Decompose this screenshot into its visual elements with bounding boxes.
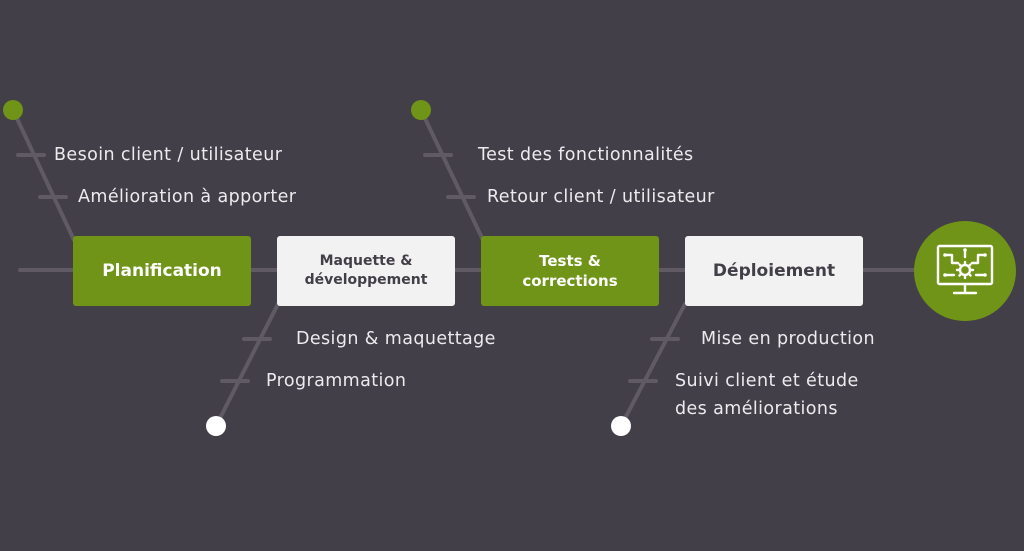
branch-label-retour-client: Retour client / utilisateur: [487, 187, 715, 207]
branch-label-programmation: Programmation: [266, 371, 407, 391]
branch-label-suivi-client: Suivi client et étude des améliorations: [675, 371, 859, 419]
branch-diagonal-2: [214, 302, 280, 428]
stage-box-deploiement: Déploiement: [685, 236, 863, 306]
branch-diagonal-4: [619, 302, 687, 428]
monitor-circuit-gear-icon: [936, 244, 994, 295]
branch-label-mise-en-production: Mise en production: [701, 329, 875, 349]
end-node-circle: [914, 221, 1016, 321]
branch-dot-white-2: [206, 416, 226, 436]
stage-box-maquette: Maquette & développement: [277, 236, 455, 306]
branch-diagonal-3: [419, 108, 485, 242]
branch-label-amelioration: Amélioration à apporter: [78, 187, 297, 207]
branch-label-besoin-client: Besoin client / utilisateur: [54, 145, 283, 165]
stage-box-planification: Planification: [73, 236, 251, 306]
stage-box-tests: Tests & corrections: [481, 236, 659, 306]
branch-dot-green-1: [3, 100, 23, 120]
branch-diagonal-1: [11, 108, 76, 242]
branch-label-design: Design & maquettage: [296, 329, 496, 349]
branch-dot-green-3: [411, 100, 431, 120]
branch-label-test-fonctionnalites: Test des fonctionnalités: [478, 145, 694, 165]
branch-dot-white-4: [611, 416, 631, 436]
